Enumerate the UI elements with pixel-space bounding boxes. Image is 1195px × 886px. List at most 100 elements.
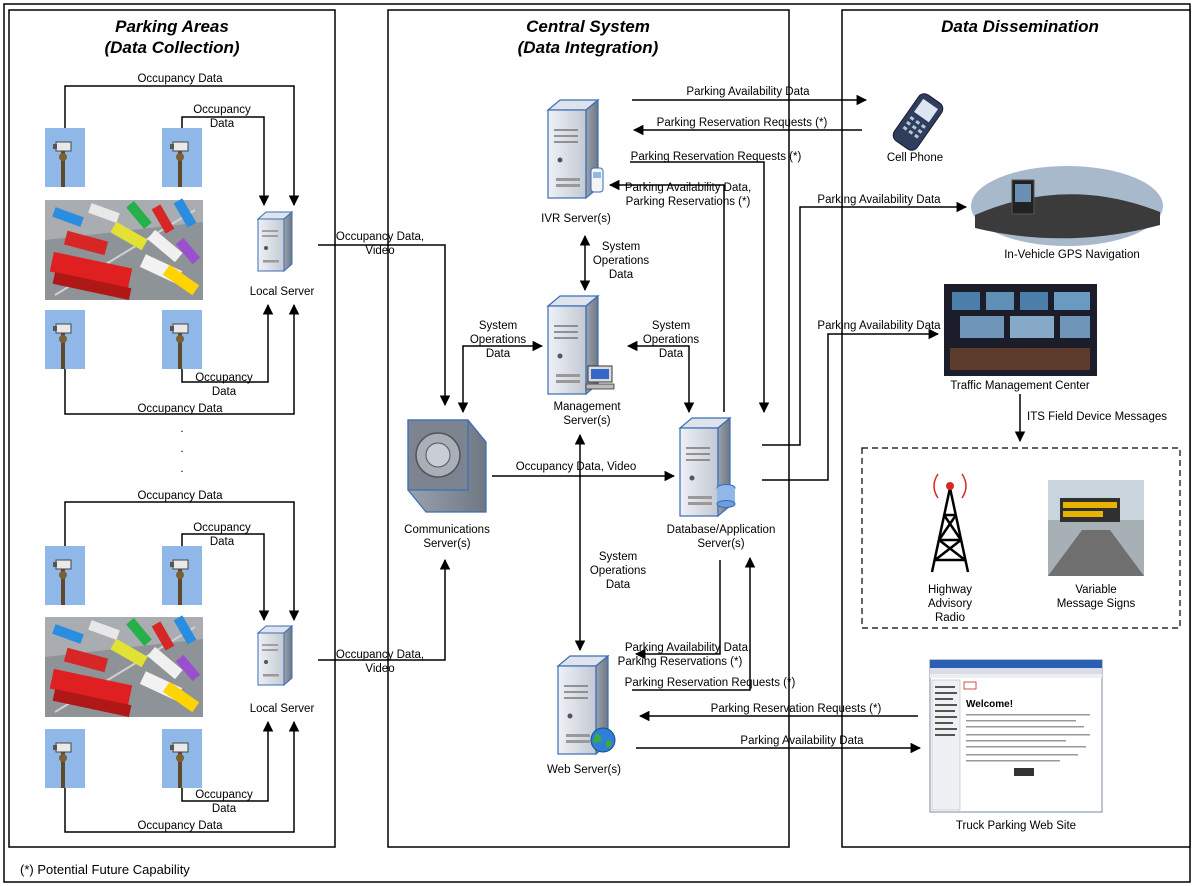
website-logo: [963, 681, 977, 690]
label-system-ops: Operations: [470, 334, 527, 346]
database-server-label: Database/Application: [667, 524, 776, 536]
local-server-icon: [257, 625, 293, 686]
phone-screen: [593, 172, 601, 178]
local-server-label: Local Server: [250, 286, 315, 298]
arrow-management-comm: [457, 340, 544, 414]
highway-advisory-radio: Highway Advisory Radio: [928, 473, 972, 624]
browser-toolbar: [930, 668, 1102, 674]
arrow-db-to-tmc: [762, 328, 940, 481]
panel-title-parking: Parking Areas: [115, 17, 229, 36]
cell-phone-icon: [892, 93, 944, 151]
label-occupancy-data: Occupancy Data: [137, 73, 223, 85]
label-availability-reservations: Parking Availability Data,: [625, 642, 751, 654]
truck-parking-website: Welcome! Truck Parking Web Site: [929, 659, 1103, 832]
ivr-server: IVR Server(s): [541, 99, 611, 225]
label-occupancy-data: Occupancy: [195, 372, 253, 384]
panel-subtitle-parking: (Data Collection): [104, 38, 239, 57]
panel-title-dissemination: Data Dissemination: [941, 17, 1099, 36]
tmc-desk: [950, 348, 1090, 370]
camera-icon: [160, 544, 204, 607]
label-availability-data: Parking Availability Data: [817, 194, 941, 206]
label-occupancy-data: Data: [210, 118, 235, 130]
browser-addressbar: [930, 674, 1102, 678]
label-availability-reservations: Parking Availability Data,: [625, 182, 751, 194]
camera-icon: [43, 126, 87, 189]
label-occupancy-data: Occupancy Data: [137, 820, 223, 832]
arrow-db-to-gps: [762, 201, 968, 446]
label-occupancy-video: Video: [365, 245, 394, 257]
label-occupancy-video: Occupancy Data,: [336, 649, 424, 661]
website-body-text: [966, 714, 1090, 762]
label-occupancy-data: Occupancy: [193, 104, 251, 116]
label-reservation-requests: Parking Reservation Requests (*): [657, 117, 828, 129]
database-icon-body: [717, 488, 735, 504]
arrow-db-to-ivr: [608, 179, 725, 412]
tmc-label: Traffic Management Center: [950, 380, 1090, 392]
label-system-ops: Operations: [643, 334, 700, 346]
label-occupancy-data: Occupancy: [195, 789, 253, 801]
gps-navigation: In-Vehicle GPS Navigation: [971, 166, 1163, 261]
label-system-ops: Operations: [590, 565, 647, 577]
arrow-ivr-to-db: [630, 161, 770, 414]
tmc-screen: [986, 292, 1014, 310]
arrow-occupancy-video-bottom: [318, 558, 451, 661]
communications-server-label: Communications: [404, 524, 490, 536]
gps-label: In-Vehicle GPS Navigation: [1004, 249, 1140, 261]
label-availability-data: Parking Availability Data: [740, 735, 864, 747]
vms-sign-text: [1063, 502, 1117, 508]
tmc-screen: [1054, 292, 1090, 310]
label-occupancy-data: Occupancy: [193, 522, 251, 534]
arrow-management-db: [626, 340, 695, 414]
database-icon-base: [716, 500, 736, 508]
local-server-icon: [257, 211, 293, 272]
har-label: Highway: [928, 584, 972, 596]
management-server: Management Server(s): [547, 295, 621, 427]
label-system-ops: Data: [486, 348, 511, 360]
label-system-ops: Data: [606, 579, 631, 591]
camera-icon: [43, 544, 87, 607]
footnote: (*) Potential Future Capability: [20, 862, 190, 877]
parking-area-bottom: Local Server Occupancy Data Occupancy Da…: [43, 490, 315, 833]
gps-device-screen: [1015, 184, 1031, 202]
label-system-ops: Data: [609, 269, 634, 281]
web-server-label: Web Server(s): [547, 764, 621, 776]
panel-title-central: Central System: [526, 17, 650, 36]
camera-icon: [160, 308, 204, 371]
tmc-screen: [1010, 316, 1054, 338]
parking-area-top: Local Server Occupancy Data Occupancy Da…: [43, 73, 315, 415]
camera-icon: [160, 126, 204, 189]
tmc-screen: [952, 292, 980, 310]
vms-label: Variable: [1075, 584, 1116, 596]
arrow-db-to-web: [634, 560, 721, 660]
database-application-server: Database/Application Server(s): [667, 417, 776, 550]
browser-titlebar: [930, 660, 1102, 668]
label-occupancy-data: Occupancy Data: [137, 403, 223, 415]
management-server-label: Server(s): [563, 415, 610, 427]
label-reservation-requests: Parking Reservation Requests (*): [711, 703, 882, 715]
arrow-occupancy-video-top: [318, 244, 451, 407]
label-availability-data: Parking Availability Data: [686, 86, 810, 98]
label-system-ops: Operations: [593, 255, 650, 267]
label-availability-reservations: Parking Reservations (*): [626, 196, 751, 208]
label-occupancy-data: Data: [212, 386, 237, 398]
camera-icon: [43, 308, 87, 371]
parking-lot-image: [44, 614, 204, 718]
website-sidebar-links: [935, 686, 957, 736]
cell-phone: Cell Phone: [887, 93, 944, 164]
keyboard-icon: [585, 383, 615, 390]
globe-land: [593, 733, 612, 748]
label-availability-data: Parking Availability Data: [817, 320, 941, 332]
local-server-label: Local Server: [250, 703, 315, 715]
tmc-screen: [1060, 316, 1090, 338]
ellipsis-dot: .: [180, 463, 183, 475]
label-system-ops: System: [602, 241, 640, 253]
label-its-messages: ITS Field Device Messages: [1027, 411, 1167, 423]
label-occupancy-video: Occupancy Data, Video: [516, 461, 637, 473]
label-availability-reservations: Parking Reservations (*): [618, 656, 743, 668]
website-label: Truck Parking Web Site: [956, 820, 1076, 832]
vms-label: Message Signs: [1057, 598, 1136, 610]
website-welcome-heading: Welcome!: [966, 699, 1013, 710]
radio-tower-icon: [930, 487, 970, 573]
ivr-server-label: IVR Server(s): [541, 213, 611, 225]
